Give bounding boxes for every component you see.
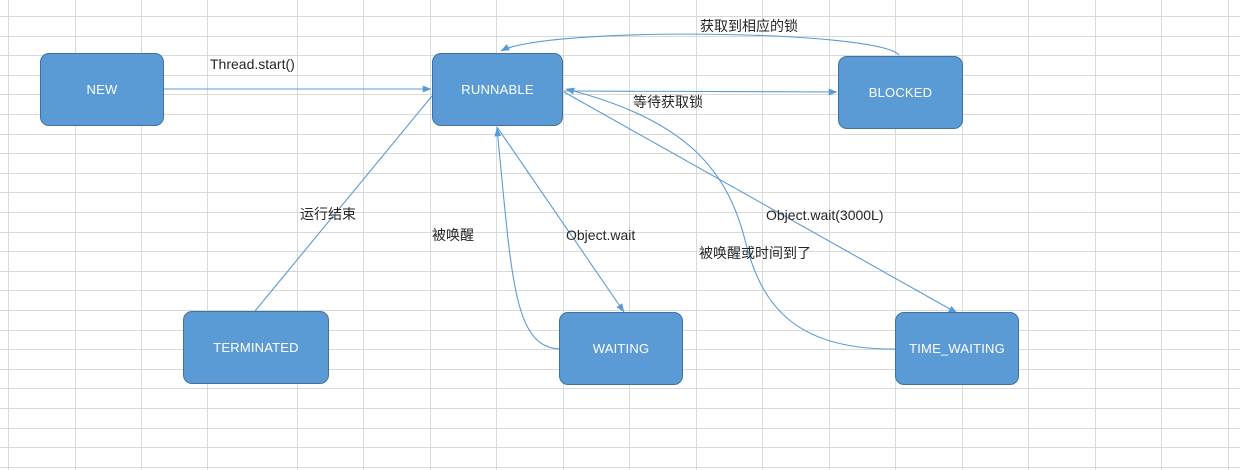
arrow-runnable-to-waiting [496,126,625,313]
label-runnable-to-blocked: 等待获取锁 [633,94,703,110]
arrow-time-waiting-to-runnable [565,87,896,350]
label-new-to-runnable: Thread.start() [210,56,295,72]
state-time-waiting-label: TIME_WAITING [909,341,1005,356]
label-runnable-to-time-waiting: Object.wait(3000L) [766,207,884,223]
arrow-runnable-to-blocked [563,88,838,96]
state-runnable-label: RUNNABLE [461,82,534,97]
state-waiting: WAITING [559,312,683,385]
state-blocked: BLOCKED [838,56,963,129]
state-new: NEW [40,53,164,126]
label-runnable-to-waiting: Object.wait [566,227,636,243]
label-time-waiting-to-runnable: 被唤醒或时间到了 [699,245,811,261]
arrow-blocked-to-runnable [500,33,900,56]
state-terminated-label: TERMINATED [213,340,299,355]
state-runnable: RUNNABLE [432,53,563,126]
arrow-runnable-to-time-waiting [563,91,958,314]
label-blocked-to-runnable: 获取到相应的锁 [700,18,798,34]
state-blocked-label: BLOCKED [868,85,933,100]
line-runnable-to-terminated [254,95,433,312]
state-terminated: TERMINATED [183,311,329,384]
arrow-waiting-to-runnable [494,127,560,350]
state-waiting-label: WAITING [592,341,650,356]
state-new-label: NEW [86,82,118,97]
label-waiting-to-runnable: 被唤醒 [432,227,474,243]
state-time-waiting: TIME_WAITING [895,312,1019,385]
label-runnable-to-terminated: 运行结束 [300,206,356,222]
